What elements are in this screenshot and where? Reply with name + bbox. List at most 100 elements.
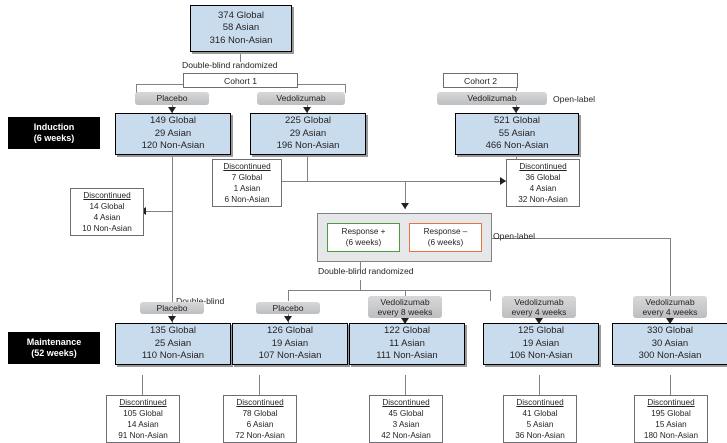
disc-mnt-q8w-header: Discontinued bbox=[382, 397, 430, 407]
box-discontinued-induction-placebo: Discontinued 14 Global 4 Asian 10 Non-As… bbox=[70, 188, 144, 236]
enrolled-nonasian: 316 Non-Asian bbox=[209, 34, 273, 46]
arm-label-induction-vedolizumab: Vedolizumab bbox=[276, 93, 326, 104]
arrow-mnt-placebo-a bbox=[168, 316, 176, 322]
annotation-open-label-top: Open-label bbox=[553, 94, 596, 104]
disc-mnt-q8w-asian: 3 Asian bbox=[392, 420, 420, 430]
arm-pill-maintenance-placebo-b[interactable]: Placebo bbox=[256, 302, 320, 314]
disc-mnt-placebo-a-asian: 14 Asian bbox=[127, 420, 159, 430]
annotation-double-blind-randomized-top: Double-blind randomized bbox=[182, 60, 278, 70]
connector-merge-bus bbox=[257, 181, 516, 182]
arm-label-maintenance-ol-drug: Vedolizumab bbox=[645, 296, 695, 307]
connector-resp-pos-down2 bbox=[360, 280, 361, 290]
connector-placebo-spine bbox=[172, 153, 173, 306]
box-maintenance-vedolizumab-q8w: 122 Global 11 Asian 111 Non-Asian bbox=[349, 323, 465, 365]
mnt-placebo-a-asian: 25 Asian bbox=[154, 337, 192, 349]
disc-mnt-q4w-asian: 5 Asian bbox=[526, 420, 554, 430]
disc-ind-cohort2-header: Discontinued bbox=[519, 161, 567, 171]
arm-pill-induction-placebo[interactable]: Placebo bbox=[135, 92, 209, 105]
disc-mnt-placebo-a-nonasian: 91 Non-Asian bbox=[118, 431, 168, 441]
arm-label-induction-placebo: Placebo bbox=[156, 93, 188, 104]
disc-mnt-ol-nonasian: 180 Non-Asian bbox=[643, 431, 699, 441]
ind-placebo-nonasian: 120 Non-Asian bbox=[141, 140, 205, 152]
disc-ind-vedo-asian: 1 Asian bbox=[233, 184, 261, 194]
arrow-ind-placebo bbox=[168, 107, 176, 113]
connector-mid-right-bus bbox=[448, 290, 490, 291]
arrow-mnt-placebo-b bbox=[284, 316, 292, 322]
disc-mnt-q8w-nonasian: 42 Non-Asian bbox=[381, 431, 431, 441]
disc-mnt-placebo-b-asian: 6 Asian bbox=[246, 420, 274, 430]
arm-label-maintenance-q4w-freq: every 4 weeks bbox=[511, 307, 567, 317]
arm-label-maintenance-q8w-drug: Vedolizumab bbox=[380, 296, 430, 307]
ind-vedo-nonasian: 196 Non-Asian bbox=[276, 140, 340, 152]
enrolled-global: 374 Global bbox=[218, 9, 264, 21]
disc-ind-placebo-asian: 4 Asian bbox=[93, 213, 121, 223]
box-induction-placebo: 149 Global 29 Asian 120 Non-Asian bbox=[115, 113, 231, 155]
mnt-q8w-nonasian: 111 Non-Asian bbox=[376, 350, 438, 362]
disc-ind-placebo-nonasian: 10 Non-Asian bbox=[82, 224, 132, 234]
arrow-mnt-q8 bbox=[401, 318, 409, 324]
response-negative-label: Response – bbox=[423, 227, 468, 236]
box-enrolled: 374 Global 58 Asian 316 Non-Asian bbox=[190, 5, 292, 52]
ind-cohort2-nonasian: 466 Non-Asian bbox=[485, 140, 549, 152]
mnt-placebo-b-nonasian: 107 Non-Asian bbox=[258, 350, 322, 362]
phase-induction-duration: (6 weeks) bbox=[33, 133, 75, 143]
arm-pill-maintenance-placebo-a[interactable]: Placebo bbox=[140, 302, 204, 314]
connector-resp-pos-down bbox=[360, 260, 361, 270]
box-discontinued-maintenance-placebo-b: Discontinued 78 Global 6 Asian 72 Non-As… bbox=[223, 395, 297, 443]
arm-pill-maintenance-vedolizumab-openlabel[interactable]: Vedolizumab every 4 weeks bbox=[633, 296, 707, 318]
response-negative-duration: (6 weeks) bbox=[427, 237, 464, 247]
disc-ind-vedo-global: 7 Global bbox=[231, 173, 263, 183]
arm-pill-maintenance-vedolizumab-q8w[interactable]: Vedolizumab every 8 weeks bbox=[368, 296, 442, 318]
connector-mnt-disc-a bbox=[142, 375, 143, 395]
disc-mnt-placebo-b-nonasian: 72 Non-Asian bbox=[235, 431, 285, 441]
phase-label-induction: Induction (6 weeks) bbox=[8, 117, 100, 149]
phase-induction-name: Induction bbox=[33, 121, 75, 132]
disc-mnt-ol-asian: 15 Asian bbox=[655, 420, 687, 430]
annotation-open-label-mid: Open-label bbox=[493, 231, 536, 241]
disc-mnt-placebo-b-header: Discontinued bbox=[236, 397, 284, 407]
phase-maintenance-name: Maintenance bbox=[26, 336, 82, 347]
arrow-response-panel bbox=[401, 203, 409, 209]
arm-pill-cohort2-vedolizumab[interactable]: Vedolizumab bbox=[437, 92, 547, 105]
arm-pill-maintenance-vedolizumab-q4w[interactable]: Vedolizumab every 4 weeks bbox=[502, 296, 576, 318]
response-positive-box: Response + (6 weeks) bbox=[327, 223, 400, 252]
arm-label-cohort2-vedolizumab: Vedolizumab bbox=[467, 93, 517, 104]
disc-mnt-q8w-global: 45 Global bbox=[388, 409, 424, 419]
disc-ind-vedo-header: Discontinued bbox=[223, 161, 271, 171]
disc-mnt-ol-global: 195 Global bbox=[651, 409, 691, 419]
box-induction-cohort2: 521 Global 55 Asian 466 Non-Asian bbox=[455, 113, 579, 155]
disc-mnt-q4w-global: 41 Global bbox=[522, 409, 558, 419]
response-positive-label: Response + bbox=[341, 227, 386, 236]
disc-ind-placebo-header: Discontinued bbox=[83, 190, 131, 200]
mnt-q4w-nonasian: 106 Non-Asian bbox=[509, 350, 573, 362]
arrow-ind-cohort2 bbox=[512, 107, 520, 113]
box-induction-vedolizumab: 225 Global 29 Asian 196 Non-Asian bbox=[250, 113, 366, 155]
disc-mnt-ol-header: Discontinued bbox=[647, 397, 695, 407]
arm-label-maintenance-q8w-freq: every 8 weeks bbox=[377, 307, 433, 317]
mnt-ol-asian: 30 Asian bbox=[651, 337, 689, 349]
connector-cohort1-right-drop bbox=[345, 84, 346, 93]
disc-ind-placebo-global: 14 Global bbox=[89, 202, 125, 212]
arm-label-maintenance-ol-freq: every 4 weeks bbox=[642, 307, 698, 317]
connector-mid-left-drop bbox=[288, 290, 289, 301]
box-maintenance-placebo-b: 126 Global 19 Asian 107 Non-Asian bbox=[232, 323, 348, 365]
response-positive-duration: (6 weeks) bbox=[345, 237, 382, 247]
phase-label-maintenance: Maintenance (52 weeks) bbox=[8, 332, 100, 364]
arrow-mnt-q4 bbox=[535, 318, 543, 324]
ind-placebo-global: 149 Global bbox=[150, 115, 196, 127]
disc-ind-cohort2-asian: 4 Asian bbox=[529, 184, 557, 194]
ind-cohort2-global: 521 Global bbox=[494, 115, 540, 127]
arm-pill-induction-vedolizumab[interactable]: Vedolizumab bbox=[257, 92, 345, 105]
connector-to-response bbox=[405, 181, 406, 209]
mnt-placebo-b-asian: 19 Asian bbox=[271, 337, 309, 349]
connector-mid-bus bbox=[288, 290, 448, 291]
connector-openlabel-v bbox=[670, 238, 671, 301]
connector-mnt-disc-q8 bbox=[405, 375, 406, 395]
mnt-q4w-asian: 19 Asian bbox=[522, 337, 560, 349]
connector-mnt-disc-ol bbox=[670, 375, 671, 395]
box-maintenance-placebo-a: 135 Global 25 Asian 110 Non-Asian bbox=[115, 323, 231, 365]
mnt-placebo-b-global: 126 Global bbox=[267, 325, 313, 337]
disc-ind-cohort2-nonasian: 32 Non-Asian bbox=[518, 195, 568, 205]
arm-label-maintenance-placebo-b: Placebo bbox=[272, 302, 304, 313]
